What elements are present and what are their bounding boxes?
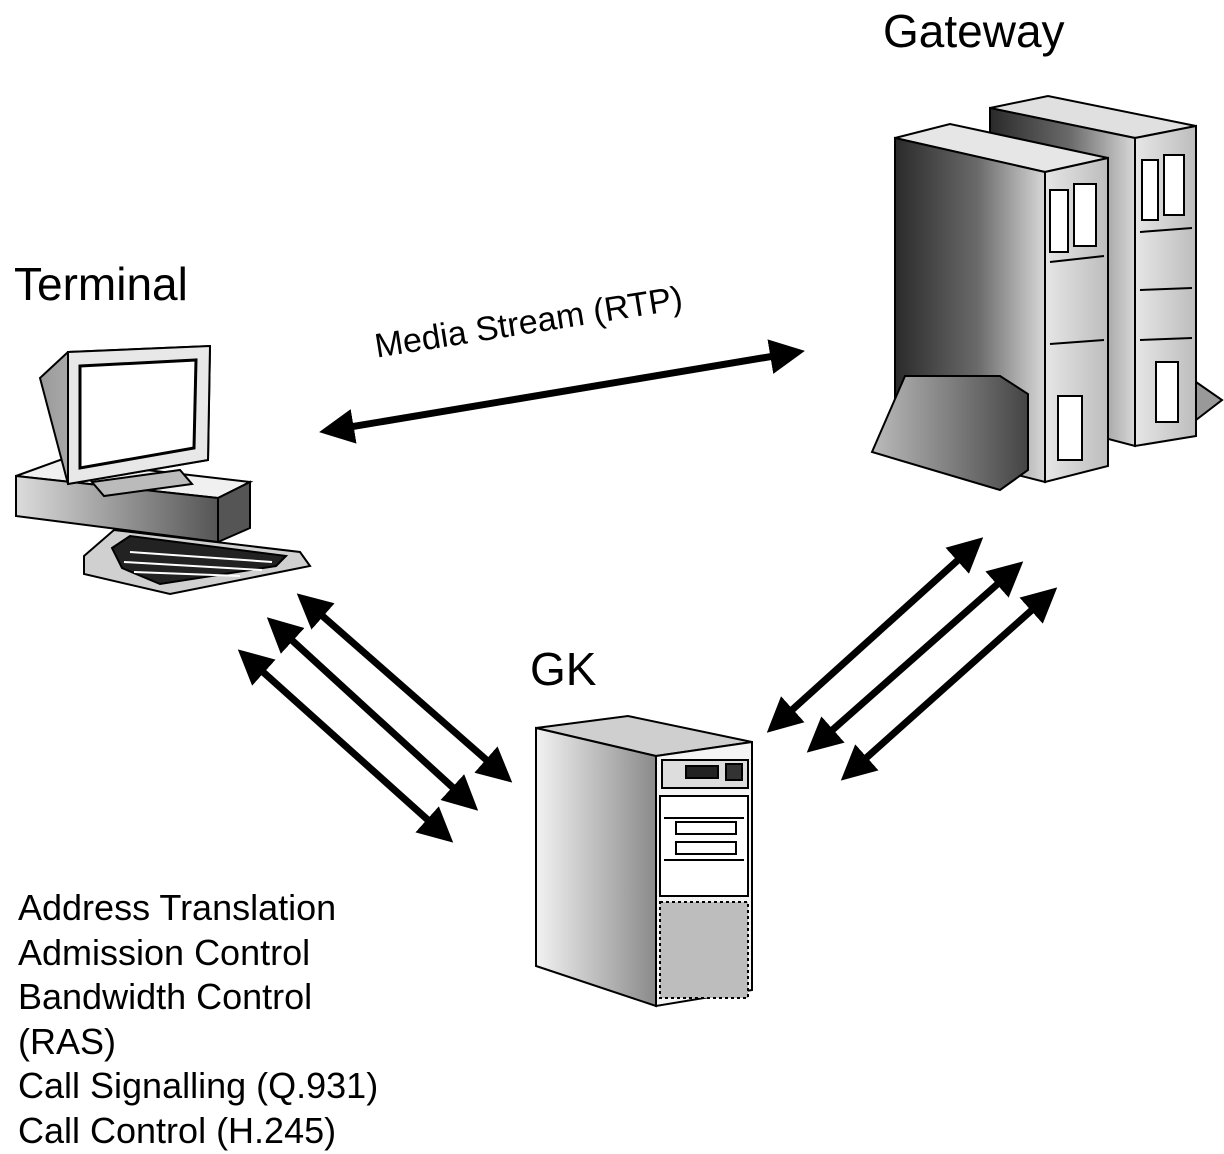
- gk-function-item: Call Signalling (Q.931): [18, 1065, 379, 1106]
- gk-label: GK: [530, 643, 597, 695]
- gateway-label: Gateway: [883, 5, 1065, 57]
- terminal-icon: [15, 344, 312, 596]
- gk-function-item: Address Translation: [18, 887, 337, 928]
- gk-gateway-arrows: [766, 537, 1058, 781]
- terminal-label: Terminal: [14, 258, 188, 310]
- gk-icon: [535, 714, 753, 1008]
- media-stream-arrow: [319, 339, 805, 444]
- gk-function-item: Bandwidth Control: [18, 976, 313, 1017]
- gk-function-item: (RAS): [18, 1020, 116, 1062]
- gk-function-item: Admission Control: [18, 931, 311, 973]
- gk-function-list: Address Translation Admission Control Ba…: [18, 886, 378, 1153]
- terminal-gk-arrows: [237, 593, 513, 843]
- gateway-icon: [870, 94, 1224, 492]
- gk-function-item: Call Control (H.245): [18, 1109, 337, 1151]
